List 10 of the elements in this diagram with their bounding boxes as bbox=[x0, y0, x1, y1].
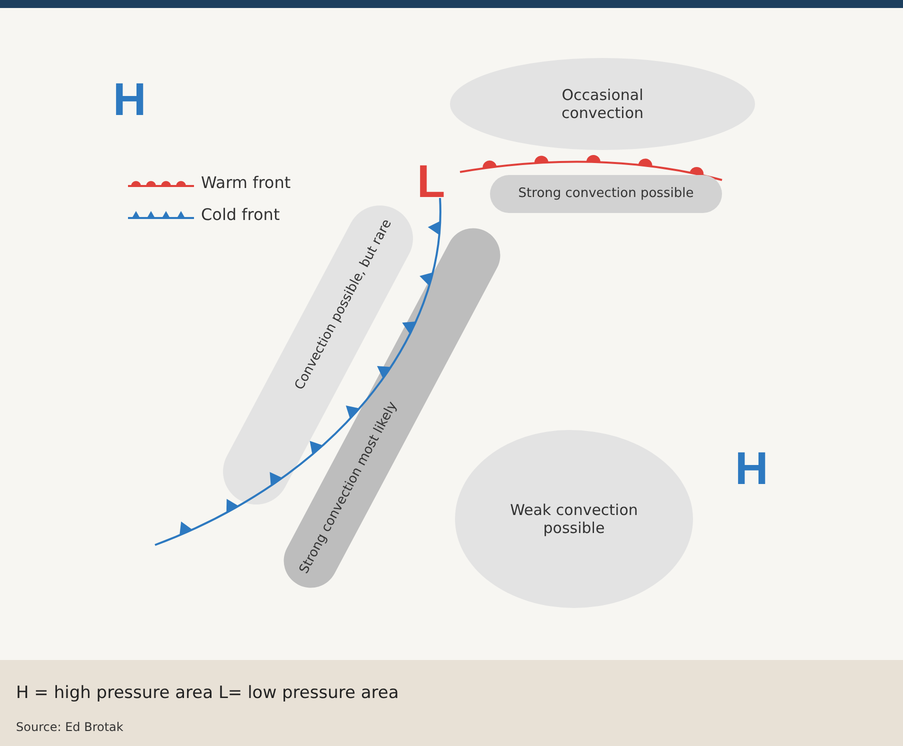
convection-area: Occasional convection bbox=[450, 58, 755, 150]
caption: H = high pressure area L= low pressure area bbox=[16, 683, 399, 703]
high-pressure-symbol: H bbox=[735, 445, 768, 491]
source-note: Source: Ed Brotak bbox=[16, 720, 124, 734]
legend-label: Cold front bbox=[201, 205, 280, 224]
convection-area: Weak convection possible bbox=[455, 430, 693, 608]
high-pressure-symbol: H bbox=[113, 76, 146, 122]
legend-label: Warm front bbox=[201, 173, 291, 192]
convection-area: Strong convection possible bbox=[490, 175, 722, 213]
low-pressure-symbol: L bbox=[417, 158, 446, 204]
